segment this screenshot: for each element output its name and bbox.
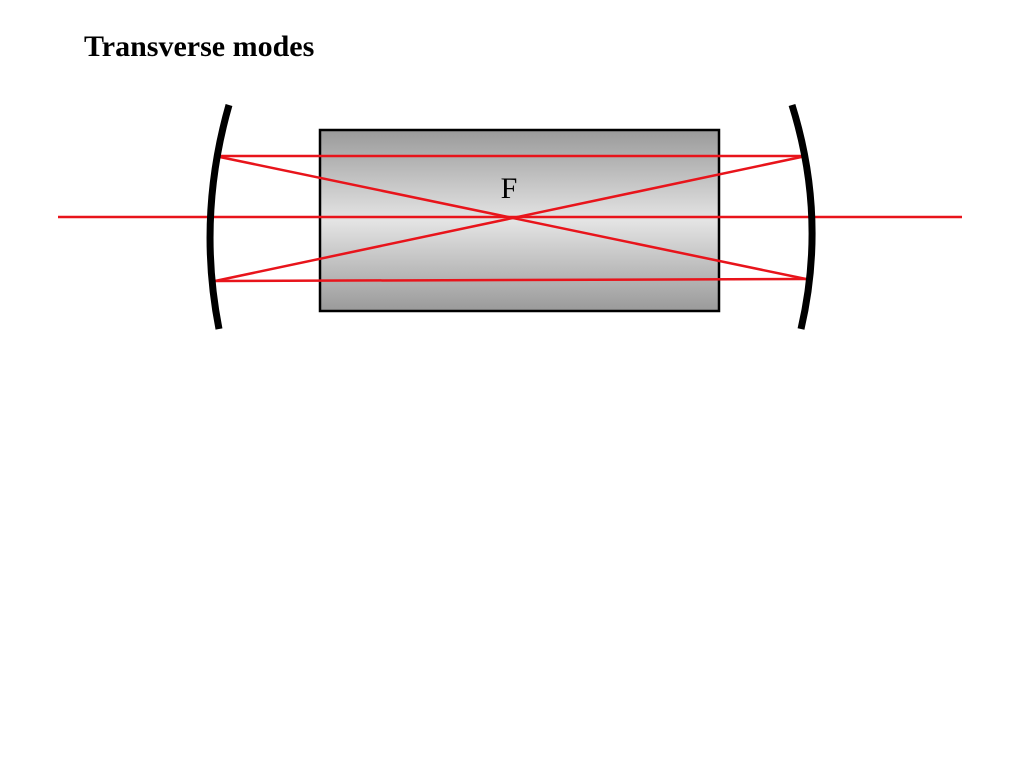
left-mirror (206, 104, 233, 330)
diagonal-ray-up (214, 154, 807, 283)
right-mirror (788, 103, 816, 330)
focus-label: F (501, 172, 518, 205)
lower-ray (214, 277, 807, 283)
slide-title: Transverse modes (84, 30, 315, 63)
